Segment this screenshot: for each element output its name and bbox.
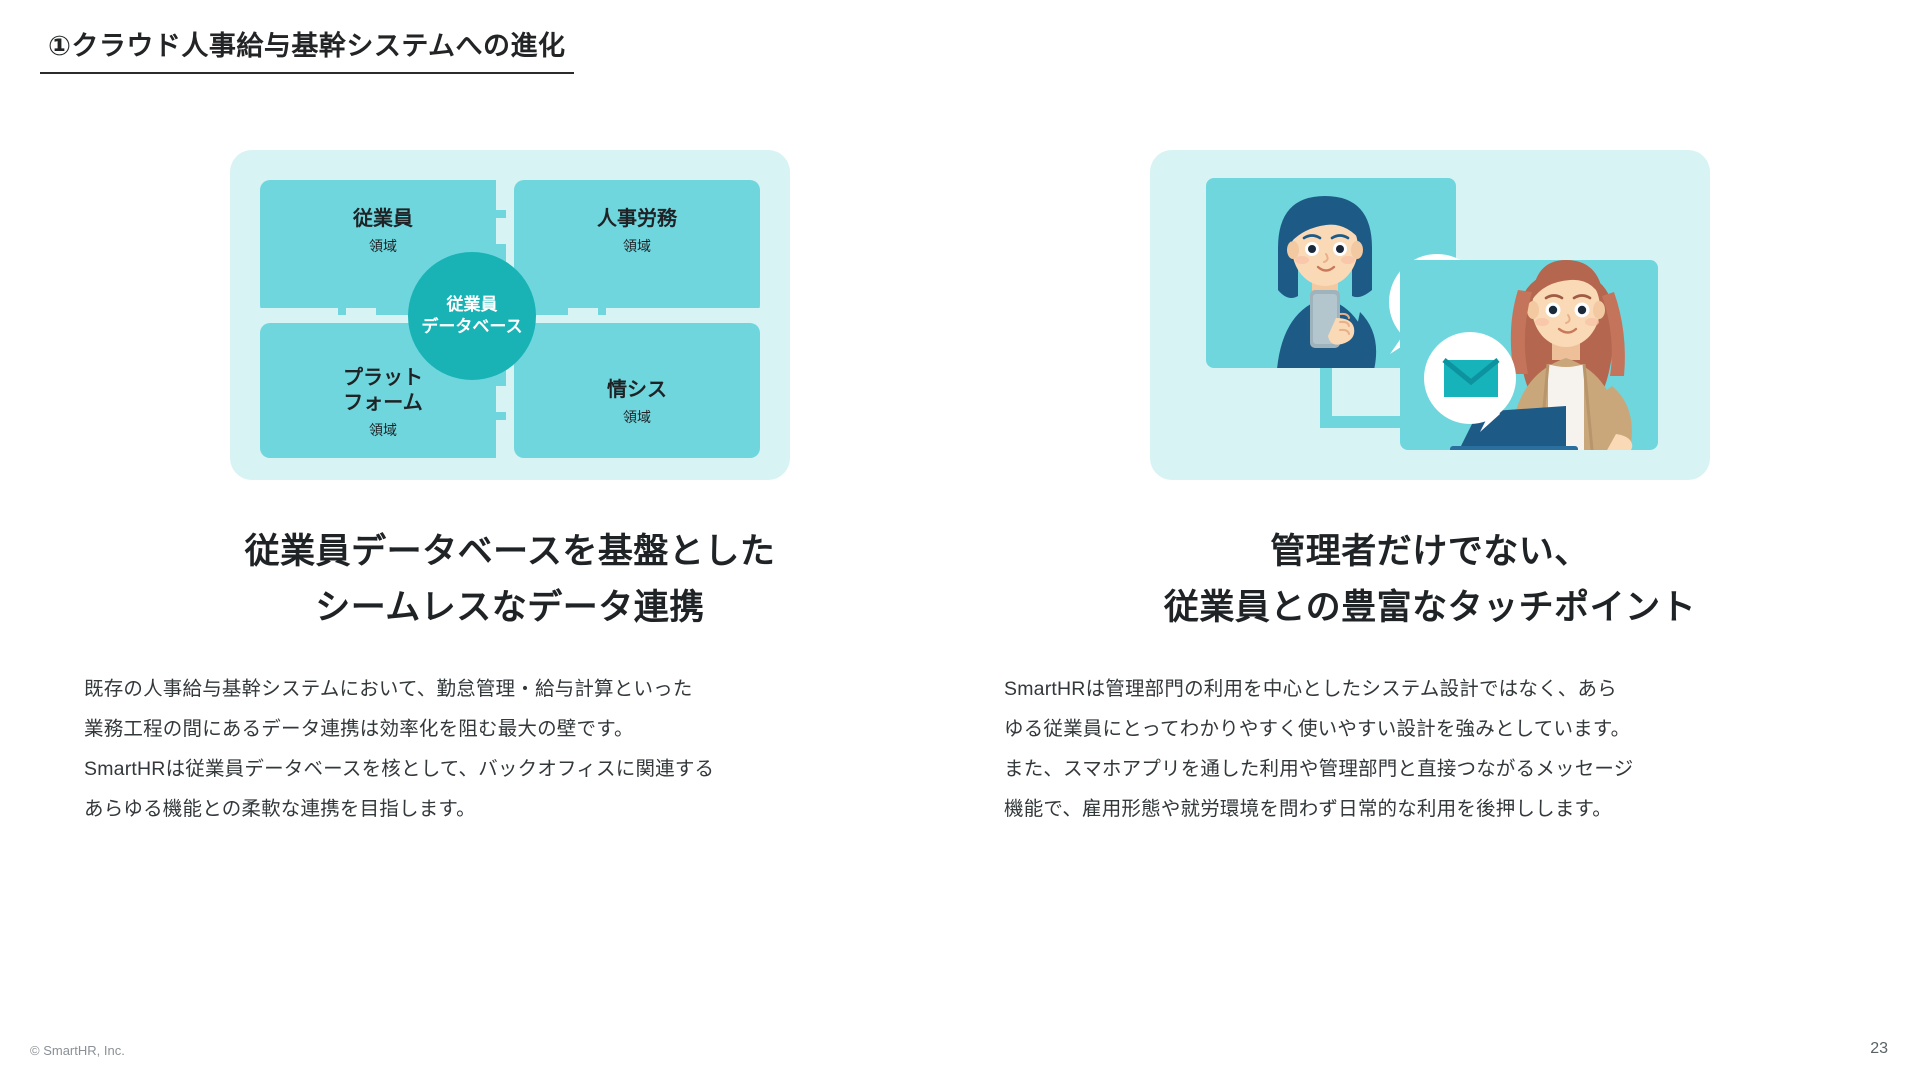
page-title: ①クラウド人事給与基幹システムへの進化: [40, 30, 574, 75]
body-left: 既存の人事給与基幹システムにおいて、勤怠管理・給与計算といった 業務工程の間にあ…: [84, 678, 715, 820]
laptop-base: [1450, 446, 1578, 450]
connector-dash-left-1: [260, 308, 338, 322]
quadrant-it-systems: 情シス 領域: [514, 323, 760, 458]
quadrant-employee-label: 従業員: [353, 208, 413, 230]
illustration-container: [1150, 150, 1710, 480]
touchpoint-illustration: [1206, 178, 1658, 450]
diagram-container: 従業員 領域 人事労務 領域 プラット フォーム 領域 情シス 領域: [230, 150, 790, 480]
copyright-text: © SmartHR, Inc.: [30, 1043, 125, 1058]
quadrant-hr-labor-sub: 領域: [623, 238, 651, 254]
connector-dash-bottom-1: [496, 386, 510, 412]
connector-dash-right-2: [606, 308, 760, 322]
person-with-laptop: [1450, 260, 1633, 450]
page-title-text: ①クラウド人事給与基幹システムへの進化: [48, 31, 566, 61]
employee-database-hub: 従業員 データベース: [408, 252, 536, 380]
employee-database-hub-label: 従業員 データベース: [421, 294, 523, 336]
quadrant-it-systems-label: 情シス: [607, 379, 667, 401]
connector-dash-bottom-2: [496, 420, 510, 458]
diagram-figure: 従業員 領域 人事労務 領域 プラット フォーム 領域 情シス 領域: [230, 150, 790, 480]
quadrant-platform-sub: 領域: [369, 421, 397, 438]
person-with-smartphone: [1276, 196, 1377, 368]
connector-dash-right-1: [568, 308, 598, 322]
connector-dash-left-2: [346, 308, 376, 322]
quadrant-employee-sub: 領域: [369, 238, 397, 254]
quadrant-hr-labor: 人事労務 領域: [514, 180, 760, 315]
quadrant-hr-labor-label: 人事労務: [597, 208, 677, 230]
quadrant-it-systems-sub: 領域: [623, 409, 651, 425]
message-bubble-envelope-bottom: [1424, 332, 1516, 432]
heading-right: 管理者だけでない、 従業員との豊富なタッチポイント: [1163, 532, 1697, 627]
body-right: SmartHRは管理部門の利用を中心としたシステム設計ではなく、あら ゆる従業員…: [1004, 678, 1634, 820]
column-left: 従業員 領域 人事労務 領域 プラット フォーム 領域 情シス 領域: [80, 150, 940, 830]
connector-dash-top-1: [496, 180, 510, 210]
quadrant-platform-label: プラット フォーム: [343, 366, 423, 414]
heading-left: 従業員データベースを基盤とした シームレスなデータ連携: [244, 532, 776, 627]
connector-dash-top-2: [496, 218, 510, 244]
illustration-figure: [1150, 150, 1710, 480]
column-right: 管理者だけでない、 従業員との豊富なタッチポイント SmartHRは管理部門の利…: [1000, 150, 1860, 830]
hand: [1606, 434, 1633, 450]
page-number: 23: [1870, 1040, 1888, 1057]
